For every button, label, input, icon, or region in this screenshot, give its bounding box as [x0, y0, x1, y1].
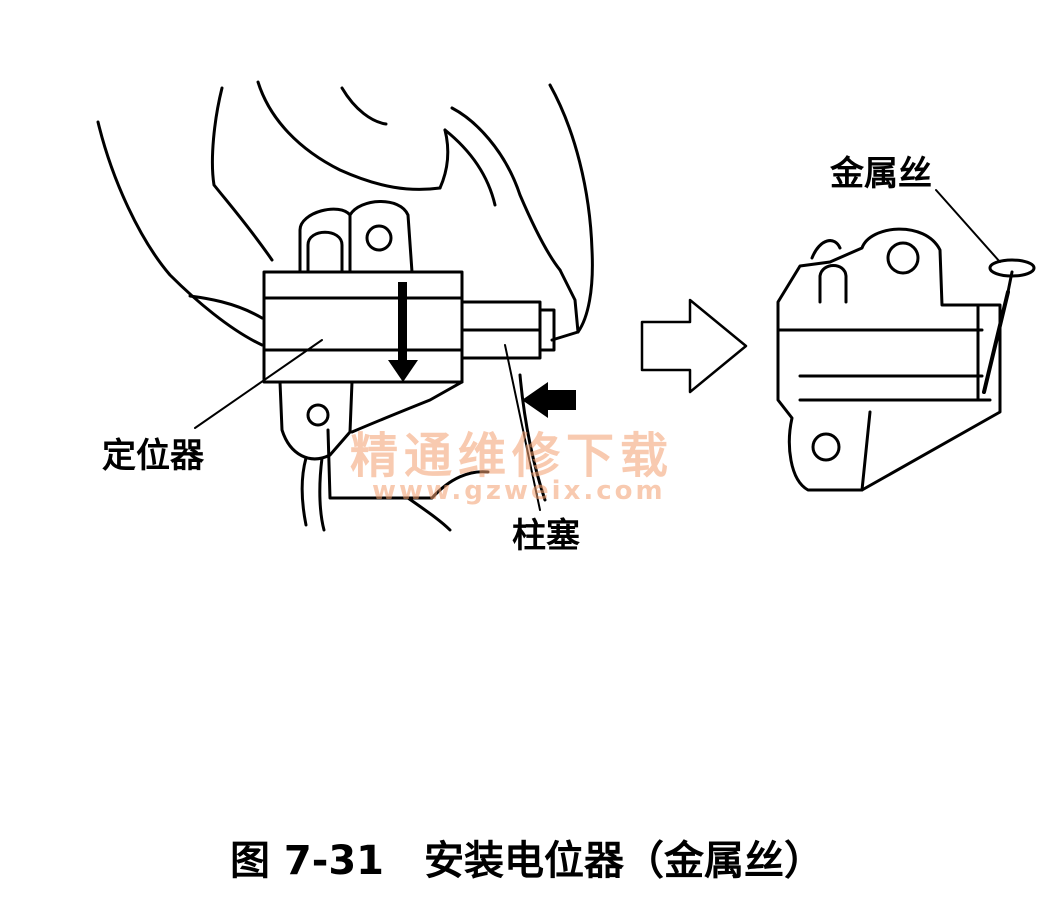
hand-outline	[96, 80, 594, 347]
engine-lower-outline	[300, 373, 547, 532]
leader-line-metal-wire	[935, 189, 1001, 263]
leader-line-plunger	[504, 344, 541, 511]
label-metal-wire: 金属丝	[830, 154, 932, 194]
locator-body	[262, 200, 464, 461]
watermark-text: 精通维修下载	[350, 428, 675, 484]
figure-caption: 图 7-31 安装电位器（金属丝）	[229, 838, 825, 884]
direction-arrow	[640, 298, 748, 394]
tensioner-with-wire	[776, 227, 1036, 492]
label-plunger: 柱塞	[512, 516, 580, 556]
leader-line-locator	[194, 339, 323, 429]
push-left-arrow-icon	[522, 382, 576, 418]
watermark-url: www.gzweix.com	[372, 476, 666, 506]
push-down-arrow-icon	[388, 282, 418, 382]
plunger	[460, 300, 556, 360]
label-locator: 定位器	[102, 436, 204, 476]
